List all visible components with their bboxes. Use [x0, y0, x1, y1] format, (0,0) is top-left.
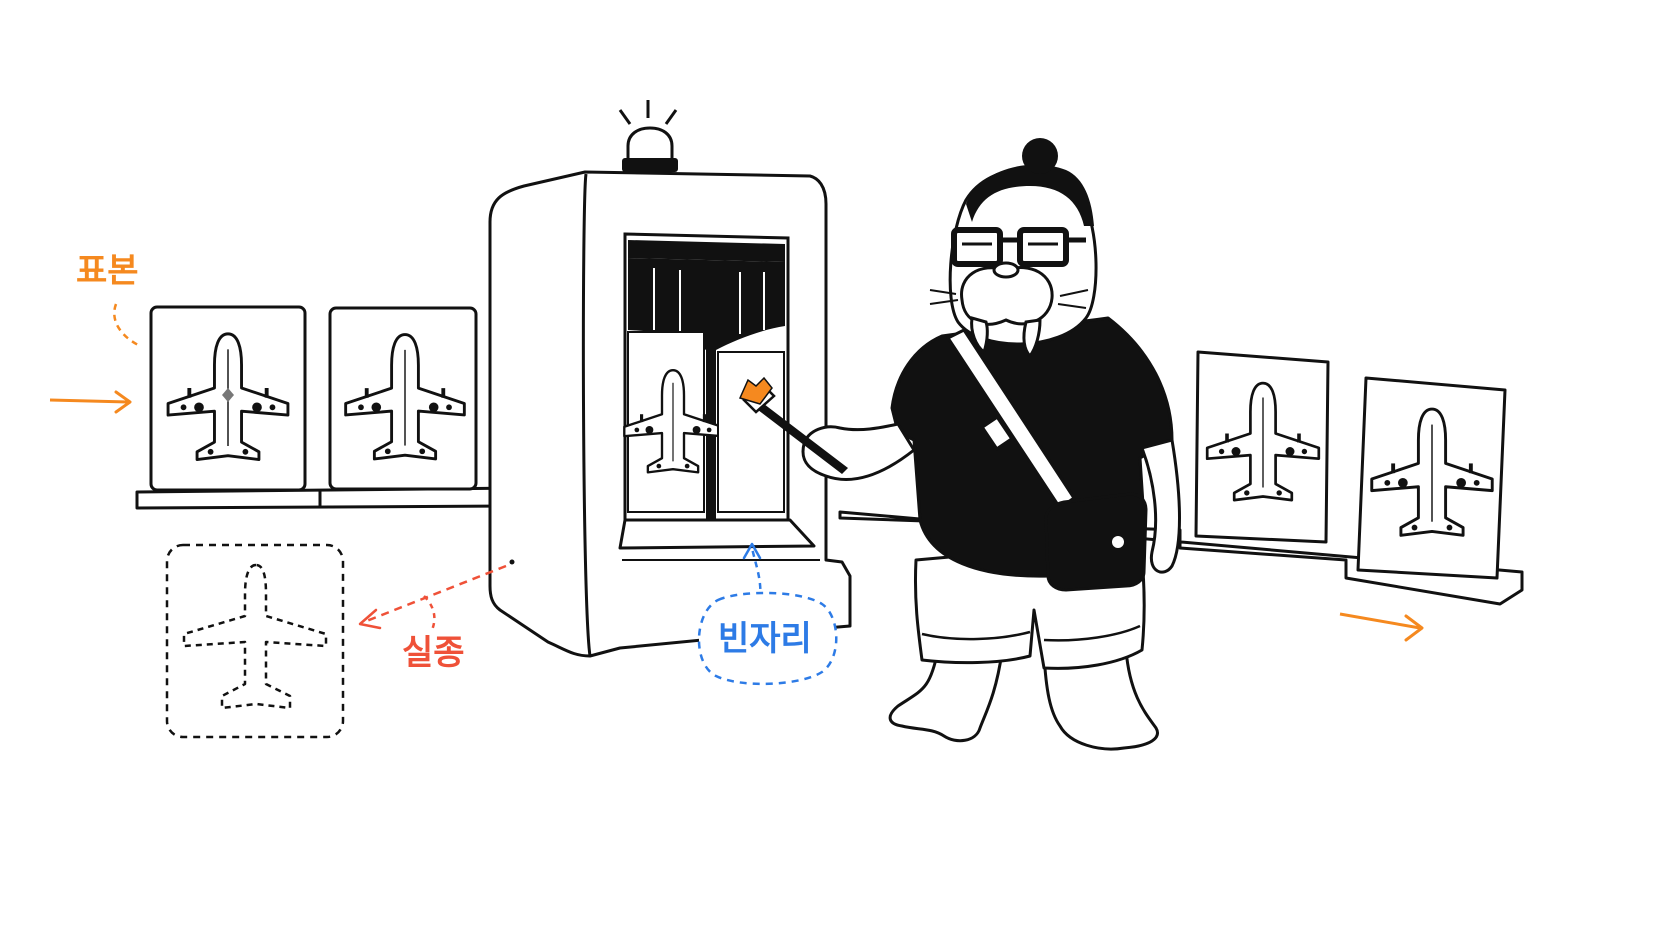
missing-label: 실종 [402, 633, 465, 673]
gap-label: 빈자리 [718, 619, 812, 659]
sample-card-4 [1356, 376, 1507, 580]
flow-arrow-out [1339, 612, 1424, 642]
sample-card-2 [328, 306, 478, 491]
sample-leader-line [113, 303, 141, 348]
scanning-machine [488, 170, 852, 658]
missing-leader-arrow [358, 564, 507, 631]
siren-icon [618, 100, 678, 172]
sample-card-1 [149, 305, 307, 492]
paintbrush-icon [738, 376, 848, 474]
sample-card-3 [1194, 350, 1330, 544]
walrus-character [738, 138, 1181, 751]
sample-label: 표본 [76, 251, 139, 291]
missing-card-outline [165, 543, 345, 739]
flow-arrow-in [49, 390, 132, 414]
gap-bubble [697, 591, 838, 686]
